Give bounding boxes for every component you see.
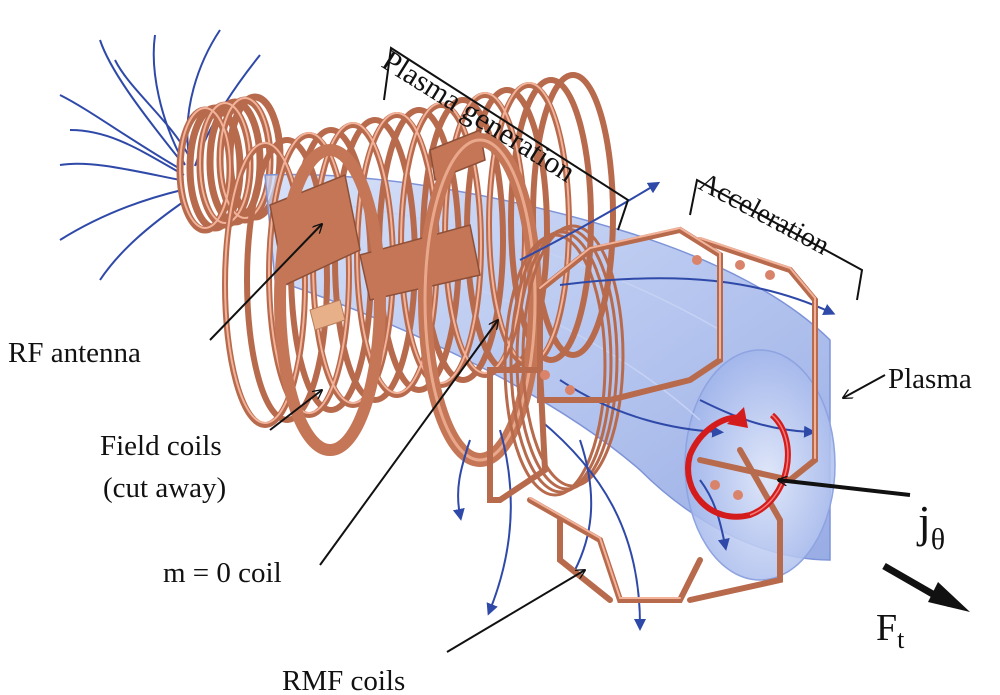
rmf-coils-label: RMF coils (282, 665, 405, 695)
azimuthal-current-label: jθ (916, 496, 945, 556)
current-loop (685, 407, 791, 520)
coil-bands (274, 133, 542, 467)
rear-coil (176, 93, 284, 234)
m0-coil (503, 224, 625, 497)
thrust-label: Ft (876, 607, 905, 654)
thrust-subscript: t (897, 625, 905, 654)
m0-coil-label: m = 0 coil (163, 557, 282, 589)
section-brackets (383, 46, 864, 301)
rmf-coils (487, 226, 818, 603)
leader-lines (209, 224, 911, 653)
plasma-label: Plasma (888, 363, 972, 395)
current-symbol: j (916, 496, 931, 547)
field-coils-cutaway-label: (cut away) (103, 472, 226, 504)
field-coils-label: Field coils (100, 430, 222, 462)
rf-antenna-label: RF antenna (8, 337, 141, 369)
thrust-symbol: F (876, 607, 897, 649)
thrust-arrow (882, 562, 970, 612)
current-subscript: θ (931, 523, 945, 556)
